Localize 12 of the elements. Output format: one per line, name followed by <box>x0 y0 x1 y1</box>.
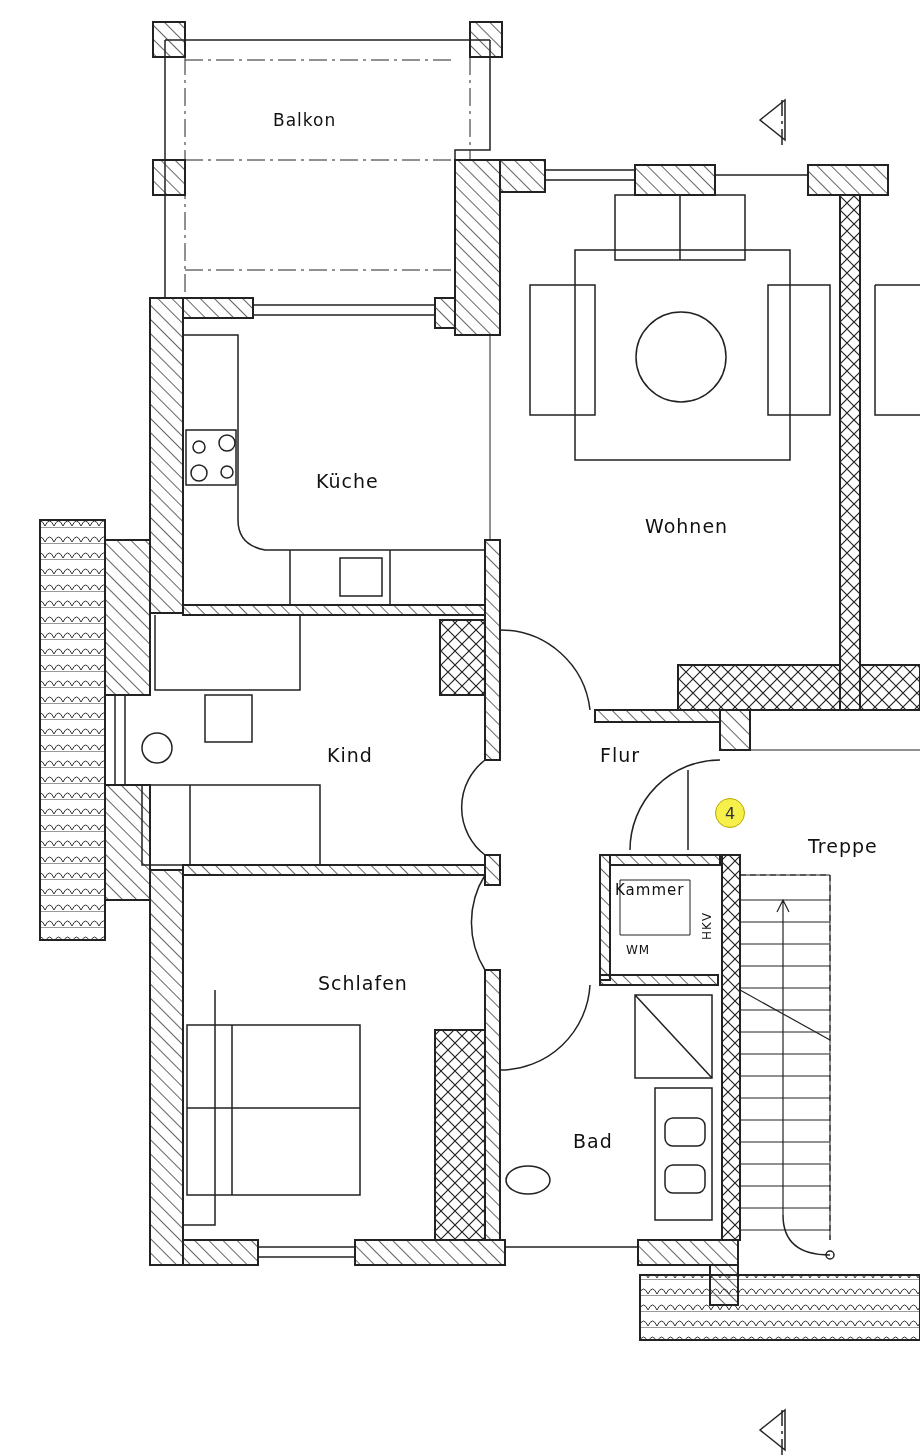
room-label: Flur <box>600 744 641 766</box>
room-label: Küche <box>316 470 379 492</box>
room-label: Bad <box>573 1130 613 1152</box>
room-label: Schlafen <box>318 972 408 994</box>
room-label: WM <box>626 943 651 957</box>
room-label: Treppe <box>808 835 878 857</box>
room-label: Wohnen <box>645 515 729 537</box>
room-label: Kammer <box>615 881 685 899</box>
room-label: Kind <box>327 744 373 766</box>
equipment-label: HKV <box>700 911 714 940</box>
room-label: Balkon <box>273 110 337 130</box>
marker-circle: 4 <box>715 798 745 828</box>
